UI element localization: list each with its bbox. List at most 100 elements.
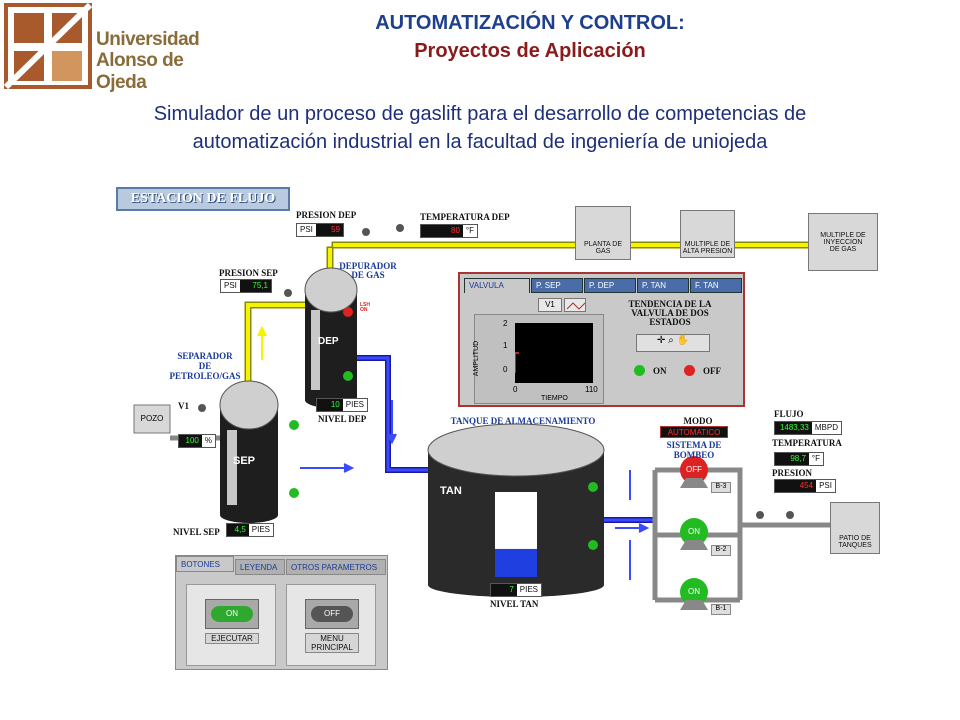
description-line1: Simulador de un proceso de gaslift para …: [153, 103, 807, 125]
university-logo: Universidad Alonso de Ojeda: [4, 3, 200, 93]
logo-text-line2: Alonso de Ojeda: [96, 50, 184, 93]
trend-x-label: TIEMPO: [541, 395, 568, 402]
v1-indicator: 100 %: [178, 434, 216, 448]
on-led-icon: [634, 365, 645, 376]
tab-valvula[interactable]: VALVULA: [464, 278, 530, 293]
controls-panel: BOTONES LEYENDA OTROS PARAMETROS ON EJEC…: [175, 555, 388, 670]
off-led-icon: [684, 365, 695, 376]
tab-f-tan[interactable]: F. TAN: [690, 278, 742, 293]
execute-group: ON EJECUTAR: [186, 584, 276, 666]
sistema-bombeo-label: SISTEMA DE BOMBEO: [666, 440, 722, 460]
presion-dep-unit: PSI: [297, 224, 316, 236]
page-subtitle: Proyectos de Aplicación: [414, 40, 646, 62]
logo-text-line1: Universidad: [96, 29, 200, 50]
tab-botones[interactable]: BOTONES: [176, 556, 234, 572]
nivel-dep-unit: PIES: [342, 399, 367, 411]
on-label: ON: [653, 366, 667, 376]
menu-group: OFF MENU PRINCIPAL: [286, 584, 376, 666]
presion-value: 454: [775, 480, 817, 492]
y-tick-2: 2: [503, 319, 508, 328]
modo-label: MODO: [683, 416, 713, 426]
v1-unit: %: [201, 435, 215, 447]
execute-switch-state: ON: [211, 606, 253, 622]
flujo-unit: MBPD: [811, 422, 841, 434]
nivel-sep-unit: PIES: [248, 524, 273, 536]
tab-p-sep[interactable]: P. SEP: [531, 278, 583, 293]
multiple-alta-box[interactable]: MULTIPLE DE ALTA PRESION: [680, 210, 735, 258]
tank-label: TANQUE DE ALMACENAMIENTO: [450, 416, 596, 426]
flujo-value: 1483,33: [775, 422, 812, 434]
presion-sep-unit: PSI: [221, 280, 240, 292]
tab-p-tan[interactable]: P. TAN: [637, 278, 689, 293]
pump-b1-state[interactable]: ON: [688, 587, 700, 596]
menu-switch-state: OFF: [311, 606, 353, 622]
zoom-tool-icon[interactable]: ⌕: [668, 335, 674, 346]
modo-value[interactable]: AUTOMATICO: [660, 426, 728, 438]
multiple-inyeccion-box[interactable]: MULTIPLE DE INYECCION DE GAS: [808, 213, 878, 271]
patio-tanques-box[interactable]: PATIO DE TANQUES: [830, 502, 880, 554]
nivel-dep-value: 10: [317, 399, 343, 411]
gas-pipes: [244, 241, 812, 392]
temperatura-value: 98,7: [775, 453, 809, 465]
temperatura-dep-unit: °F: [462, 225, 477, 237]
valve-icons: [198, 224, 794, 519]
x-tick-0: 0: [513, 385, 518, 394]
trend-plot-area: [514, 323, 593, 383]
gas-flow-arrow: [257, 325, 267, 360]
pozo-label: POZO: [140, 414, 164, 423]
execute-switch[interactable]: ON: [205, 599, 259, 629]
temperatura-label: TEMPERATURA: [772, 438, 842, 448]
page-description: Simulador de un proceso de gaslift para …: [50, 100, 910, 156]
trend-chart: AMPLITUD 2 1 0 0 110 TIEMPO: [473, 314, 604, 404]
off-label: OFF: [703, 366, 721, 376]
liquid-flow-arrow-2: [387, 400, 397, 445]
execute-caption: EJECUTAR: [205, 633, 259, 644]
page-title: AUTOMATIZACIÓN Y CONTROL:: [375, 12, 685, 34]
presion-indicator: 454 PSI: [774, 479, 836, 493]
temperatura-indicator: 98,7 °F: [774, 452, 824, 466]
flujo-label: FLUJO: [774, 409, 804, 419]
menu-caption: MENU PRINCIPAL: [305, 633, 359, 653]
tab-p-dep[interactable]: P. DEP: [584, 278, 636, 293]
pump-b3-state[interactable]: OFF: [686, 465, 702, 474]
lsh-on-label: LSH ON: [360, 302, 370, 313]
presion-sep-indicator: PSI 75,1: [220, 279, 272, 293]
cursor-tool-icon[interactable]: ✛: [656, 335, 666, 346]
nivel-sep-value: 4,5: [227, 524, 249, 536]
temperatura-dep-label: TEMPERATURA DEP: [420, 212, 510, 222]
depurador-label: DEPURADOR DE GAS: [339, 261, 397, 280]
nivel-tan-indicator: 7 PIES: [490, 583, 542, 597]
presion-label: PRESION: [772, 468, 813, 478]
temperatura-dep-indicator: 80 °F: [420, 224, 478, 238]
logo-mark-icon: [4, 3, 92, 89]
waveform-icon[interactable]: [564, 298, 586, 312]
liquid-flow-arrow-1: [300, 463, 355, 473]
valve-selector[interactable]: V1: [538, 298, 562, 312]
trend-panel: VALVULA P. SEP P. DEP P. TAN F. TAN V1 T…: [458, 272, 745, 407]
y-tick-1: 1: [503, 341, 508, 350]
nivel-tan-value: 7: [491, 584, 517, 596]
separador-label: SEPARADOR DE PETROLEO/GAS: [169, 351, 241, 381]
graph-tools[interactable]: ✛ ⌕ ✋: [636, 334, 710, 352]
pump-b2-state[interactable]: ON: [688, 527, 700, 536]
presion-dep-label: PRESION DEP: [296, 210, 357, 220]
temperatura-dep-value: 80: [421, 225, 463, 237]
menu-switch[interactable]: OFF: [305, 599, 359, 629]
pan-tool-icon[interactable]: ✋: [676, 335, 689, 346]
v1-value: 100: [179, 435, 202, 447]
description-line2: automatización industrial en la facultad…: [192, 131, 768, 153]
liquid-pipes: [355, 355, 655, 580]
nivel-tan-label: NIVEL TAN: [490, 599, 539, 609]
v1-label: V1: [178, 401, 189, 411]
liquid-flow-arrow-3: [615, 523, 650, 533]
trend-title: TENDENCIA DE LA VALVULA DE DOS ESTADOS: [628, 299, 712, 327]
station-title: ESTACION DE FLUJO: [116, 187, 290, 211]
sep-vessel: [219, 380, 279, 523]
presion-dep-indicator: PSI 59: [296, 223, 344, 237]
tab-leyenda[interactable]: LEYENDA: [235, 559, 285, 575]
pumps: [680, 456, 708, 610]
y-tick-0: 0: [503, 365, 508, 374]
planta-gas-box[interactable]: PLANTA DE GAS: [575, 206, 631, 260]
tab-otros-parametros[interactable]: OTROS PARAMETROS: [286, 559, 386, 575]
storage-tank: [427, 423, 605, 597]
